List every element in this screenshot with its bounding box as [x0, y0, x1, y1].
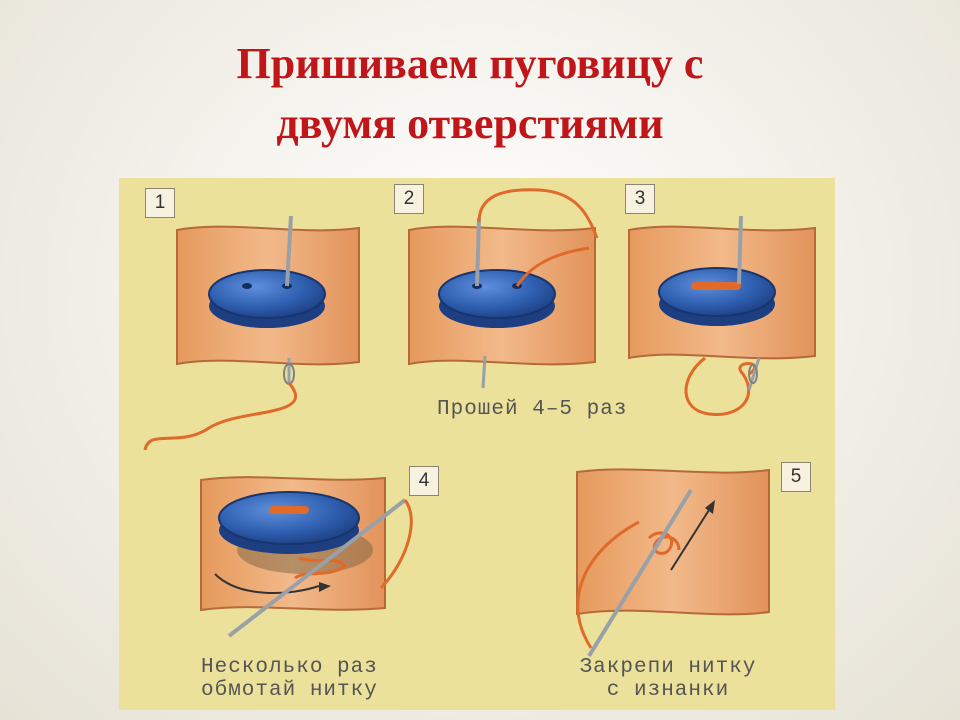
step-2-scene — [408, 188, 599, 389]
button-1-hole-left — [242, 283, 252, 289]
step-number-3: 3 — [625, 184, 655, 214]
needle-5 — [587, 488, 693, 658]
step-3-scene — [628, 215, 816, 416]
step-1-scene — [143, 215, 360, 451]
step-4-scene — [200, 476, 413, 638]
caption-fasten-line-2: с изнанки — [606, 679, 730, 702]
button-4-stitch — [269, 506, 309, 514]
needle-3-eye — [748, 364, 758, 384]
step-number-2: 2 — [394, 184, 424, 214]
caption-wrap-line-2: обмотай нитку — [201, 679, 378, 702]
thread-2 — [477, 188, 599, 287]
arrow-4-head — [319, 582, 331, 592]
button-4 — [218, 491, 360, 545]
thread-4 — [379, 499, 413, 590]
button-2 — [438, 269, 556, 319]
arrow-5-line — [670, 509, 710, 571]
needle-4 — [227, 498, 407, 638]
button-3 — [658, 267, 776, 317]
thread-5 — [576, 520, 640, 649]
needle-3 — [737, 215, 743, 285]
arrow-4-path — [214, 573, 320, 594]
step-number-4: 4 — [409, 466, 439, 496]
step-number-5: 5 — [781, 462, 811, 492]
needle-2-tail — [481, 355, 487, 389]
button-1 — [208, 269, 326, 319]
title-line-1: Пришиваем пуговицу с — [236, 39, 704, 88]
thread-3 — [684, 356, 757, 416]
caption-wrap-line-1: Несколько раз — [201, 656, 378, 679]
thread-1 — [143, 382, 298, 451]
needle-3-tail — [747, 357, 761, 391]
needle-2 — [475, 217, 481, 287]
slide-title: Пришиваем пуговицу с двумя отверстиями — [0, 34, 940, 154]
arrow-5-head — [705, 500, 715, 514]
step-number-1: 1 — [145, 188, 175, 218]
sewing-illustration — [143, 188, 816, 658]
caption-wrap: Несколько раз обмотай нитку — [201, 656, 378, 702]
caption-sew: Прошей 4–5 раз — [437, 398, 628, 421]
button-3-stitch — [691, 282, 741, 290]
caption-fasten: Закрепи нитку с изнанки — [565, 656, 771, 702]
step-5-scene — [576, 468, 770, 658]
title-line-2: двумя отверстиями — [276, 99, 664, 148]
caption-fasten-line-1: Закрепи нитку — [579, 656, 757, 679]
illustration-panel: 1 2 3 4 5 Прошей 4–5 раз Несколько раз о… — [119, 178, 835, 710]
needle-1 — [285, 215, 293, 287]
